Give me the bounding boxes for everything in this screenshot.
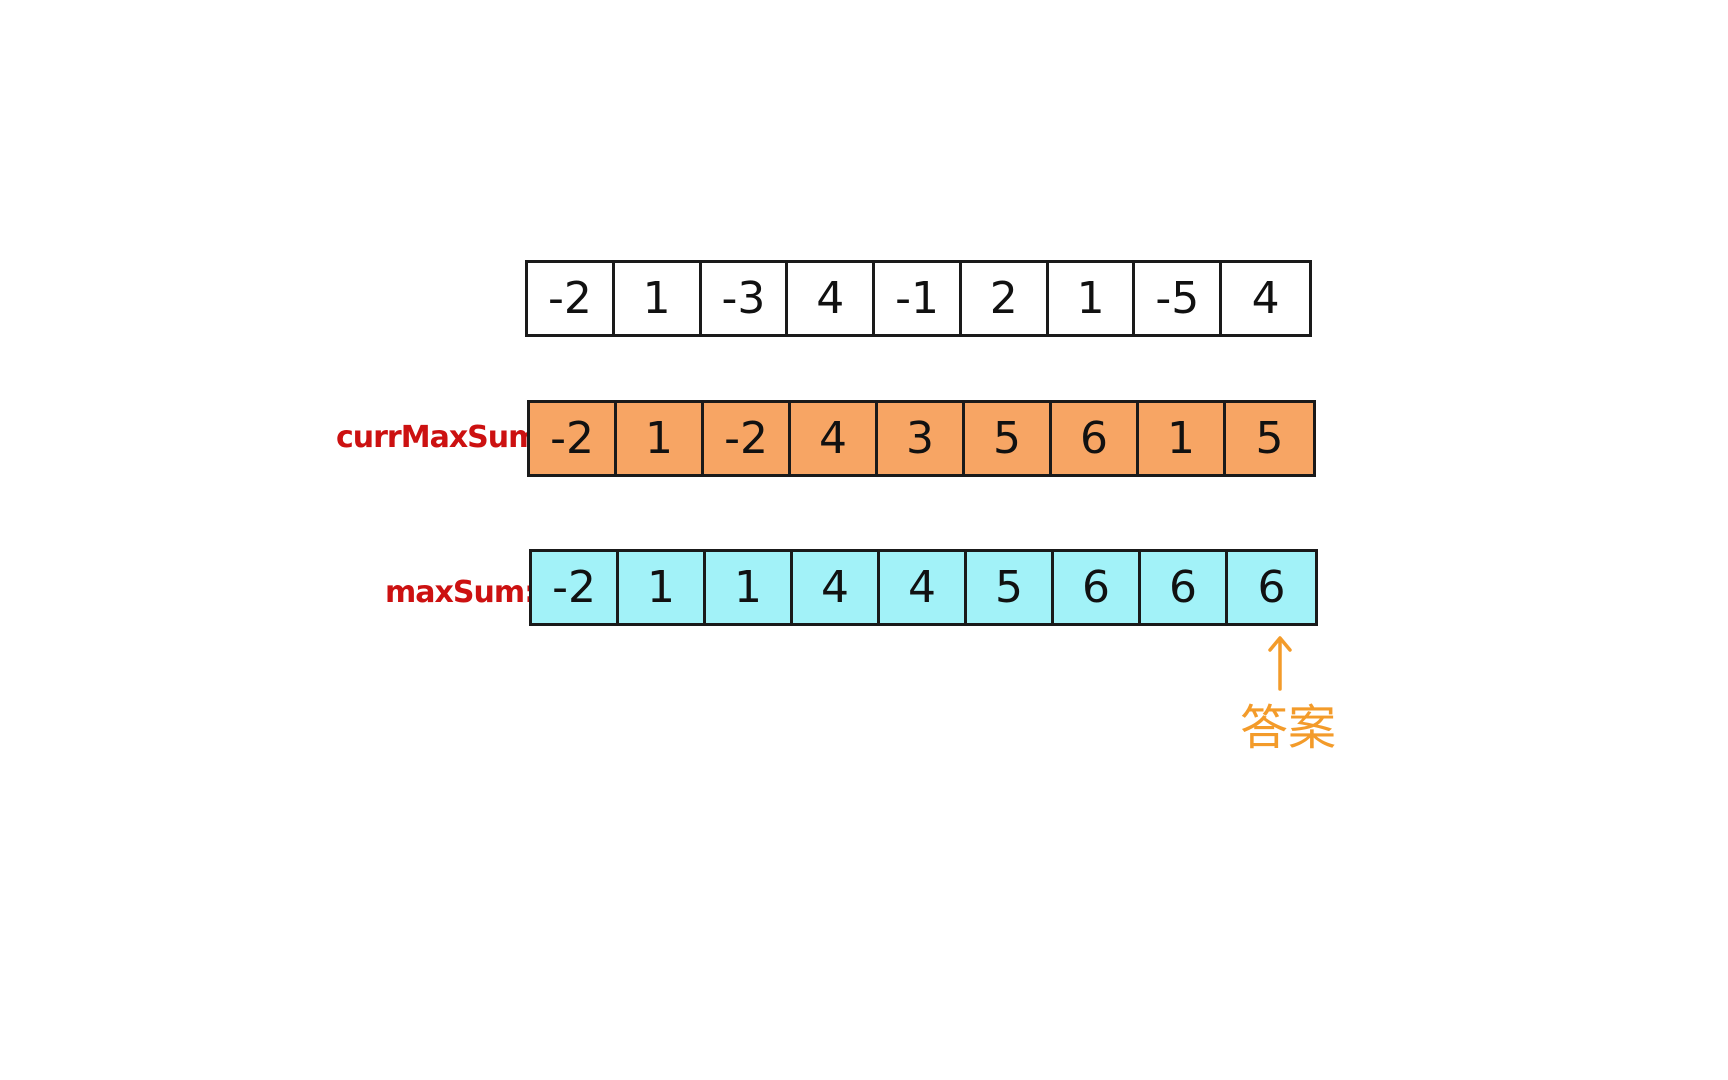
input-row-cell: 4 <box>788 263 876 334</box>
input-row-cell: 1 <box>1048 263 1136 334</box>
answer-label: 答案 <box>1240 700 1337 756</box>
curr-row-cell: 6 <box>1052 403 1139 474</box>
curr-row-cell: 1 <box>1139 403 1226 474</box>
input-row-cell: -2 <box>528 263 615 334</box>
arrow-head <box>1268 636 1292 652</box>
curr-row-cell: -2 <box>704 403 791 474</box>
max-row-cell: 4 <box>793 552 880 623</box>
curr-row-cell: 3 <box>878 403 965 474</box>
input-row-cell: -1 <box>875 263 962 334</box>
max-row-cell: 6 <box>1141 552 1228 623</box>
max-row-cell: 1 <box>619 552 706 623</box>
input-row-cell: -3 <box>701 263 789 334</box>
arrow-up-icon <box>1268 636 1292 691</box>
max-row-cell: 6 <box>1054 552 1141 623</box>
input-row-cell: 2 <box>961 263 1049 334</box>
input-row-cell: 1 <box>614 263 702 334</box>
curr-row-cell: -2 <box>530 403 617 474</box>
curr-row-cell: 1 <box>617 403 704 474</box>
max-row-cell: 1 <box>706 552 793 623</box>
curr-row-cell: 5 <box>965 403 1052 474</box>
max-row-cell: 5 <box>967 552 1054 623</box>
curr-row-cell: 5 <box>1226 403 1313 474</box>
max-row-cell: -2 <box>532 552 619 623</box>
max-row-cell: 6 <box>1228 552 1315 623</box>
max-row-cell: 4 <box>880 552 967 623</box>
curr-row-cell: 4 <box>791 403 878 474</box>
curr-max-sum-label: currMaxSum: <box>336 420 550 455</box>
input-row-cell: 4 <box>1222 263 1309 334</box>
input-row-cell: -5 <box>1135 263 1223 334</box>
max-sum-label: maxSum: <box>385 575 536 610</box>
